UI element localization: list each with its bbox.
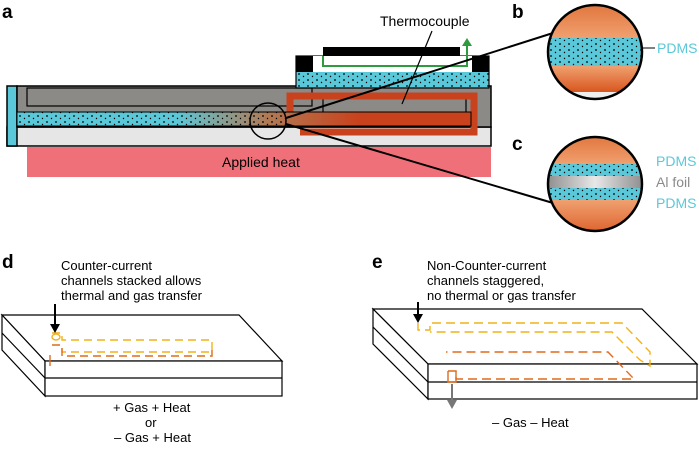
panel-d: d Counter-current channels stacked allow… — [0, 252, 284, 445]
e-orange-channel — [446, 351, 636, 380]
b-bottom-orange — [548, 66, 642, 92]
e-yellow-channel — [417, 322, 651, 368]
d-yellow-inlet — [51, 333, 61, 341]
top-module-right-block — [472, 56, 489, 72]
zoom-circle — [249, 102, 287, 140]
flow-arrow-up-icon — [462, 38, 472, 46]
top-module-left-block — [296, 56, 313, 72]
e-caption-line-3: no thermal or gas transfer — [427, 288, 577, 303]
d-slab-top — [0, 314, 284, 362]
applied-heat-label: Applied heat — [222, 154, 300, 170]
e-slab-mid-side — [372, 326, 429, 383]
zoom-line-b — [285, 32, 554, 119]
panel-c-label: c — [512, 134, 523, 155]
panel-c: c PDMS Al foil PDMS — [512, 134, 696, 233]
panel-a: a Applied heat Thermocouple — [2, 2, 554, 204]
c-al-foil-label: Al foil — [656, 174, 690, 190]
left-cap — [6, 85, 18, 147]
top-module-black-bar — [323, 47, 460, 56]
e-orange-outlet — [447, 371, 457, 383]
e-inlet-arrow-down-icon — [413, 314, 423, 323]
e-slab-top — [371, 308, 699, 365]
d-inlet-arrow-down-icon — [50, 324, 60, 333]
e-caption-line-1: Non-Counter-current — [427, 258, 547, 273]
top-module-white-cavity — [313, 56, 472, 72]
top-module-dots — [296, 72, 489, 88]
panel-b: b PDMS — [512, 2, 697, 101]
c-top-orange — [548, 137, 642, 164]
thermocouple-pointer — [401, 30, 433, 105]
c-pdms-top-dots — [548, 164, 642, 176]
d-result-line-3: – Gas + Heat — [114, 430, 191, 445]
c-pdms-bottom-dots — [548, 188, 642, 200]
e-caption-line-2: channels staggered, — [427, 273, 544, 288]
e-outlet-arrow-down-icon — [447, 400, 457, 409]
panel-a-label: a — [2, 2, 13, 23]
d-result-line-2: or — [145, 415, 157, 430]
c-circle-outline — [546, 135, 644, 233]
c-bottom-orange — [548, 200, 642, 231]
b-circle-outline — [546, 3, 644, 101]
b-pdms-label: PDMS — [657, 40, 697, 56]
b-pdms-dots — [548, 38, 642, 66]
c-pdms-top-label: PDMS — [656, 153, 696, 169]
d-caption-line-1: Counter-current — [61, 258, 152, 273]
panel-e: e Non-Counter-current channels staggered… — [371, 252, 699, 430]
c-al-foil — [548, 176, 642, 188]
c-pdms-bottom-label: PDMS — [656, 195, 696, 211]
d-caption-line-2: channels stacked allows — [61, 273, 202, 288]
main-channel-dots — [17, 112, 287, 126]
zoom-line-c — [285, 123, 554, 204]
panel-b-label: b — [512, 2, 524, 23]
d-result-line-1: + Gas + Heat — [113, 400, 191, 415]
thermocouple-label: Thermocouple — [380, 13, 470, 29]
e-result-line-1: – Gas – Heat — [492, 415, 569, 430]
b-bottom-white — [548, 92, 642, 99]
d-orange-channel — [52, 344, 213, 357]
return-channel — [286, 92, 478, 136]
panel-d-label: d — [2, 252, 14, 273]
flow-arrow-line — [322, 46, 468, 67]
panel-e-label: e — [372, 252, 383, 273]
d-caption-line-3: thermal and gas transfer — [61, 288, 203, 303]
d-slab-mid-side — [1, 332, 46, 379]
